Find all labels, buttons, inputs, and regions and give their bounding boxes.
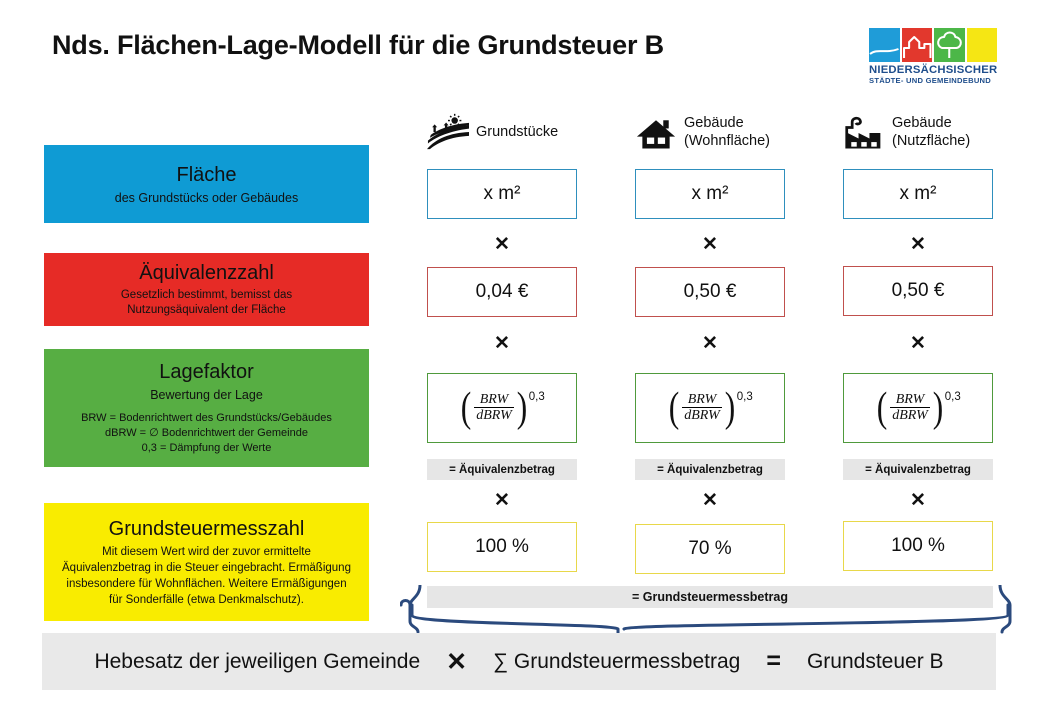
factory-icon <box>843 112 885 152</box>
column-label-nutzflaeche-line2: (Nutzfläche) <box>892 133 971 149</box>
column-label-wohnflaeche-line1: Gebäude <box>684 115 744 131</box>
panel-aequivalenzzahl-sub-1: Gesetzlich bestimmt, bemisst das <box>120 289 293 301</box>
area-value-wohnflaeche: x m² <box>635 169 785 219</box>
formula-exponent: 0,3 <box>944 391 961 403</box>
multiply-operator: ✕ <box>494 333 510 354</box>
multiply-operator: ✕ <box>702 490 718 511</box>
messzahl-value-wohnflaeche: 70 % <box>635 524 785 574</box>
panel-flaeche: Fläche des Grundstücks oder Gebäudes <box>44 145 369 223</box>
formula-numerator: BRW <box>895 392 925 407</box>
logo-line-2: STÄDTE- UND GEMEINDEBUND <box>869 76 992 85</box>
formula-paren-close: ) <box>516 385 528 431</box>
formula-denominator: dBRW <box>682 407 722 423</box>
panel-grundsteuermesszahl-sub-3: insbesondere für Wohnflächen. Weitere Er… <box>66 577 347 590</box>
panel-lagefaktor: Lagefaktor Bewertung der Lage BRW = Bode… <box>44 349 369 467</box>
formula-numerator: BRW <box>687 392 717 407</box>
panel-aequivalenzzahl-heading: Äquivalenzzahl <box>139 262 274 284</box>
grundsteuermessbetrag-bar: = Grundsteuermessbetrag <box>427 586 993 608</box>
column-label-wohnflaeche: Gebäude (Wohnfläche) <box>684 114 770 150</box>
logo-tile-plain-icon <box>966 28 997 62</box>
page-title: Nds. Flächen-Lage-Modell für die Grundst… <box>52 30 664 60</box>
panel-flaeche-heading: Fläche <box>176 163 237 186</box>
equivalence-value-wohnflaeche: 0,50 € <box>635 267 785 317</box>
messzahl-value-grundstuecke: 100 % <box>427 522 577 572</box>
formula: ( BRW dBRW ) 0,3 <box>667 385 753 431</box>
multiply-operator: ✕ <box>702 234 718 255</box>
panel-aequivalenzzahl-sub-2: Nutzungsäquivalent der Fläche <box>127 304 286 316</box>
panel-lagefaktor-legend-2: dBRW = ∅ Bodenrichtwert der Gemeinde <box>105 427 308 439</box>
logo-line-1: NIEDERSÄCHSISCHER <box>869 64 998 76</box>
formula-fraction: BRW dBRW <box>681 392 723 423</box>
multiply-operator: ✕ <box>702 333 718 354</box>
formula: ( BRW dBRW ) 0,3 <box>459 385 545 431</box>
equivalence-value-grundstuecke: 0,04 € <box>427 267 577 317</box>
logo-tile-tree-icon <box>934 28 965 62</box>
equivalence-amount-wohnflaeche: = Äquivalenzbetrag <box>635 459 785 480</box>
formula-numerator: BRW <box>479 392 509 407</box>
bottom-summary-bar: Hebesatz der jeweiligen Gemeinde ✕ ∑ Gru… <box>42 633 996 690</box>
equivalence-amount-grundstuecke: = Äquivalenzbetrag <box>427 459 577 480</box>
lagefaktor-formula-wohnflaeche: ( BRW dBRW ) 0,3 <box>635 373 785 443</box>
column-header-grundstuecke: Grundstücke <box>427 105 558 159</box>
panel-grundsteuermesszahl: Grundsteuermesszahl Mit diesem Wert wird… <box>44 503 369 621</box>
column-label-nutzflaeche-line1: Gebäude <box>892 115 952 131</box>
formula-paren-close: ) <box>932 385 944 431</box>
panel-grundsteuermesszahl-sub-4: für Sonderfälle (etwa Denkmalschutz). <box>109 593 304 606</box>
formula-paren-open: ( <box>668 385 680 431</box>
column-header-wohnflaeche: Gebäude (Wohnfläche) <box>635 105 770 159</box>
hebesatz-label: Hebesatz der jeweiligen Gemeinde <box>94 649 421 673</box>
formula-paren-open: ( <box>876 385 888 431</box>
formula-fraction: BRW dBRW <box>473 392 515 423</box>
formula-exponent: 0,3 <box>528 391 545 403</box>
column-label-wohnflaeche-line2: (Wohnfläche) <box>684 133 770 149</box>
multiply-operator: ✕ <box>494 490 510 511</box>
formula-denominator: dBRW <box>890 407 930 423</box>
formula-exponent: 0,3 <box>736 391 753 403</box>
column-header-nutzflaeche: Gebäude (Nutzfläche) <box>843 105 970 159</box>
panel-grundsteuermesszahl-heading: Grundsteuermesszahl <box>108 517 305 540</box>
logo-tile-city-icon <box>901 28 932 62</box>
logo-tile-water-icon <box>869 28 900 62</box>
panel-flaeche-sub: des Grundstücks oder Gebäudes <box>114 190 299 205</box>
area-value-nutzflaeche: x m² <box>843 169 993 219</box>
sum-grundsteuermessbetrag-label: ∑ Grundsteuermessbetrag <box>493 649 741 673</box>
panel-aequivalenzzahl: Äquivalenzzahl Gesetzlich bestimmt, bemi… <box>44 253 369 326</box>
equivalence-value-nutzflaeche: 0,50 € <box>843 266 993 316</box>
multiply-operator: ✕ <box>910 490 926 511</box>
lagefaktor-formula-grundstuecke: ( BRW dBRW ) 0,3 <box>427 373 577 443</box>
multiply-operator: ✕ <box>494 234 510 255</box>
formula-paren-close: ) <box>724 385 736 431</box>
field-landscape-icon <box>427 112 469 152</box>
lagefaktor-formula-nutzflaeche: ( BRW dBRW ) 0,3 <box>843 373 993 443</box>
equivalence-amount-nutzflaeche: = Äquivalenzbetrag <box>843 459 993 480</box>
panel-grundsteuermesszahl-sub-1: Mit diesem Wert wird der zuvor ermittelt… <box>102 545 311 558</box>
multiply-operator: ✕ <box>910 333 926 354</box>
column-label-nutzflaeche: Gebäude (Nutzfläche) <box>892 114 970 150</box>
formula-paren-open: ( <box>460 385 472 431</box>
equals-operator: = <box>766 647 781 675</box>
formula-denominator: dBRW <box>474 407 514 423</box>
panel-lagefaktor-sub: Bewertung der Lage <box>150 388 263 402</box>
formula-fraction: BRW dBRW <box>889 392 931 423</box>
multiply-operator: ✕ <box>910 234 926 255</box>
panel-lagefaktor-heading: Lagefaktor <box>159 361 254 383</box>
panel-lagefaktor-legend-3: 0,3 = Dämpfung der Werte <box>141 442 272 454</box>
messzahl-value-nutzflaeche: 100 % <box>843 521 993 571</box>
panel-grundsteuermesszahl-sub-2: Äquivalenzbetrag in die Steuer eingebrac… <box>62 561 351 574</box>
logo-tiles <box>869 28 997 62</box>
logo: NIEDERSÄCHSISCHER STÄDTE- UND GEMEINDEBU… <box>869 28 997 85</box>
area-value-grundstuecke: x m² <box>427 169 577 219</box>
panel-lagefaktor-legend-1: BRW = Bodenrichtwert des Grundstücks/Geb… <box>81 412 332 424</box>
multiply-operator: ✕ <box>446 647 468 676</box>
house-icon <box>635 112 677 152</box>
column-label-grundstuecke: Grundstücke <box>476 124 559 140</box>
grundsteuer-b-result-label: Grundsteuer B <box>806 649 944 673</box>
formula: ( BRW dBRW ) 0,3 <box>875 385 961 431</box>
